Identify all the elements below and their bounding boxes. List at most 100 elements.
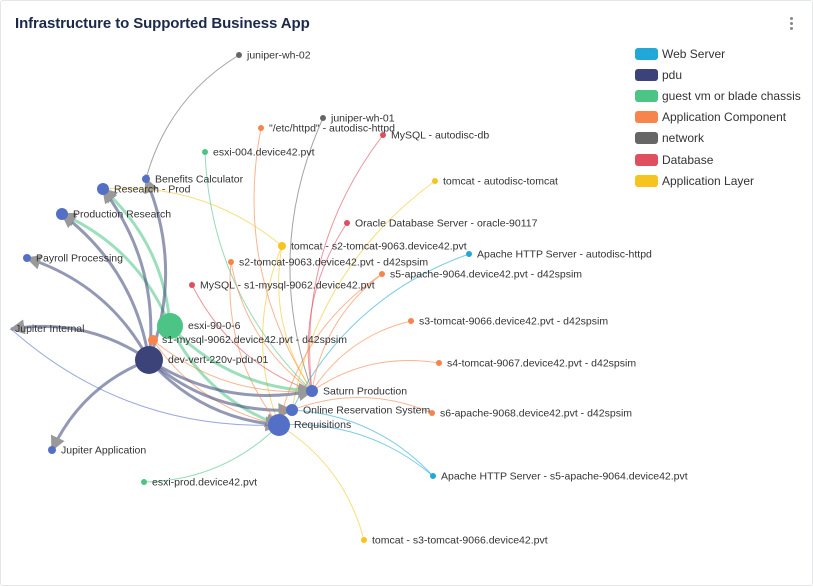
node-label: Saturn Production bbox=[323, 386, 407, 398]
graph-edge bbox=[309, 134, 384, 392]
graph-node-tomcat-autodisc[interactable]: tomcat - autodisc-tomcat bbox=[432, 176, 558, 188]
kebab-menu-icon[interactable] bbox=[783, 15, 799, 35]
node-circle[interactable] bbox=[56, 208, 68, 220]
graph-node-pdu[interactable]: dev-vert-220v-pdu-01 bbox=[135, 346, 269, 374]
legend-label: Application Layer bbox=[662, 173, 755, 188]
node-circle[interactable] bbox=[141, 479, 147, 485]
graph-node-mysql-autodisc[interactable]: MySQL - autodisc-db bbox=[380, 130, 489, 142]
legend-label: guest vm or blade chassis bbox=[662, 88, 801, 103]
graph-edge bbox=[277, 273, 383, 426]
graph-node-research[interactable]: Research - Prod bbox=[97, 183, 191, 196]
graph-node-oracle[interactable]: Oracle Database Server - oracle-90117 bbox=[344, 218, 538, 230]
graph-node-esxi-004[interactable]: esxi-004.device42.pvt bbox=[202, 147, 315, 159]
legend-item-web-server[interactable]: Web Server bbox=[635, 43, 801, 64]
graph-node-benefits[interactable]: Benefits Calculator bbox=[142, 174, 244, 186]
graph-edge bbox=[278, 422, 434, 477]
graph-node-s3-tomcat[interactable]: s3-tomcat-9066.device42.pvt - d42spsim bbox=[408, 316, 608, 328]
node-circle[interactable] bbox=[97, 183, 109, 195]
node-circle[interactable] bbox=[286, 404, 298, 416]
graph-node-s5-apache[interactable]: s5-apache-9064.device42.pvt - d42spsim bbox=[379, 269, 582, 281]
graph-node-s2-tomcat[interactable]: s2-tomcat-9063.device42.pvt - d42spsim bbox=[228, 257, 428, 269]
node-circle[interactable] bbox=[432, 178, 438, 184]
graph-node-jupiter-app[interactable]: Jupiter Application bbox=[48, 445, 146, 457]
graph-edge bbox=[291, 253, 470, 411]
graph-node-s6-apache[interactable]: s6-apache-9068.device42.pvt - d42spsim bbox=[429, 408, 632, 420]
graph-node-etc-httpd[interactable]: "/etc/httpd" - autodisc-httpd bbox=[258, 123, 395, 135]
node-circle[interactable] bbox=[344, 220, 350, 226]
node-circle[interactable] bbox=[379, 271, 385, 277]
node-circle[interactable] bbox=[436, 360, 442, 366]
legend-item-network[interactable]: network bbox=[635, 128, 801, 149]
graph-edge bbox=[191, 284, 313, 392]
graph-edge bbox=[60, 212, 151, 361]
graph-node-s1-mysql[interactable]: s1-mysql-9062.device42.pvt - d42spsim bbox=[148, 334, 347, 346]
node-label: esxi-004.device42.pvt bbox=[213, 147, 315, 159]
graph-node-mysql-s1[interactable]: MySQL - s1-mysql-9062.device42.pvt bbox=[189, 280, 375, 292]
graph-edge bbox=[290, 180, 436, 411]
node-circle[interactable] bbox=[236, 52, 242, 58]
graph-node-jupiter-internal[interactable]: Jupiter Internal bbox=[15, 323, 84, 335]
graph-edge bbox=[25, 255, 151, 361]
node-circle[interactable] bbox=[361, 537, 367, 543]
legend-swatch bbox=[635, 132, 658, 145]
graph-node-prod-research[interactable]: Production Research bbox=[56, 208, 171, 221]
node-label: Apache HTTP Server - autodisc-httpd bbox=[477, 249, 652, 261]
graph-node-esxi-prod[interactable]: esxi-prod.device42.pvt bbox=[141, 477, 257, 489]
node-circle[interactable] bbox=[157, 313, 183, 339]
node-label: Jupiter Internal bbox=[15, 323, 84, 335]
node-circle[interactable] bbox=[380, 132, 386, 138]
node-circle[interactable] bbox=[135, 346, 163, 374]
node-circle[interactable] bbox=[278, 242, 286, 250]
node-label: juniper-wh-01 bbox=[330, 113, 395, 125]
legend-item-pdu[interactable]: pdu bbox=[635, 64, 801, 85]
node-circle[interactable] bbox=[48, 446, 56, 454]
graph-edge bbox=[262, 245, 283, 426]
node-label: "/etc/httpd" - autodisc-httpd bbox=[269, 123, 395, 135]
node-label: MySQL - autodisc-db bbox=[391, 130, 489, 142]
node-label: s1-mysql-9062.device42.pvt - d42spsim bbox=[162, 334, 347, 346]
node-circle[interactable] bbox=[466, 251, 472, 257]
legend: Web Server pdu guest vm or blade chassis… bbox=[635, 43, 801, 191]
legend-item-application-component[interactable]: Application Component bbox=[635, 107, 801, 128]
node-circle[interactable] bbox=[320, 115, 326, 121]
graph-node-juniper-wh-01[interactable]: juniper-wh-01 bbox=[320, 113, 395, 125]
graph-node-payroll[interactable]: Payroll Processing bbox=[23, 253, 123, 265]
graph-node-apache-autodisc[interactable]: Apache HTTP Server - autodisc-httpd bbox=[466, 249, 652, 261]
node-label: esxi-prod.device42.pvt bbox=[152, 477, 257, 489]
graph-node-requisitions[interactable]: Requisitions bbox=[268, 414, 351, 436]
graph-node-online-res[interactable]: Online Reservation System bbox=[286, 404, 430, 417]
graph-node-saturn[interactable]: Saturn Production bbox=[306, 385, 407, 398]
graph-edge bbox=[152, 339, 313, 394]
node-circle[interactable] bbox=[268, 414, 290, 436]
graph-edge bbox=[148, 358, 294, 419]
legend-item-guest-vm[interactable]: guest vm or blade chassis bbox=[635, 85, 801, 106]
legend-item-application-layer[interactable]: Application Layer bbox=[635, 170, 801, 191]
node-circle[interactable] bbox=[408, 318, 414, 324]
graph-node-juniper-wh-02[interactable]: juniper-wh-02 bbox=[236, 50, 311, 62]
node-circle[interactable] bbox=[202, 149, 208, 155]
node-circle[interactable] bbox=[228, 259, 234, 265]
node-label: Online Reservation System bbox=[303, 405, 430, 417]
graph-node-esxi-90[interactable]: esxi-90-0-6 bbox=[157, 313, 241, 339]
graph-node-s4-tomcat[interactable]: s4-tomcat-9067.device42.pvt - d42spsim bbox=[436, 358, 636, 370]
node-circle[interactable] bbox=[429, 410, 435, 416]
graph-node-tomcat-s2-layer[interactable]: tomcat - s2-tomcat-9063.device42.pvt bbox=[278, 241, 467, 253]
node-circle[interactable] bbox=[189, 282, 195, 288]
graph-node-tomcat-s3-layer[interactable]: tomcat - s3-tomcat-9066.device42.pvt bbox=[361, 535, 548, 547]
node-circle[interactable] bbox=[258, 125, 264, 131]
widget-title: Infrastructure to Supported Business App bbox=[15, 15, 310, 32]
node-label: s6-apache-9068.device42.pvt - d42spsim bbox=[440, 408, 632, 420]
graph-edge bbox=[253, 127, 313, 392]
node-label: Research - Prod bbox=[114, 184, 191, 196]
node-circle[interactable] bbox=[148, 335, 158, 345]
graph-edge bbox=[102, 186, 283, 247]
node-circle[interactable] bbox=[306, 385, 318, 397]
node-label: Jupiter Application bbox=[61, 445, 146, 457]
node-circle[interactable] bbox=[142, 175, 150, 183]
node-circle[interactable] bbox=[430, 473, 436, 479]
node-circle[interactable] bbox=[23, 254, 31, 262]
legend-label: Database bbox=[662, 152, 714, 167]
legend-item-database[interactable]: Database bbox=[635, 149, 801, 170]
node-label: juniper-wh-02 bbox=[246, 50, 311, 62]
graph-node-apache-s5[interactable]: Apache HTTP Server - s5-apache-9064.devi… bbox=[430, 471, 688, 483]
